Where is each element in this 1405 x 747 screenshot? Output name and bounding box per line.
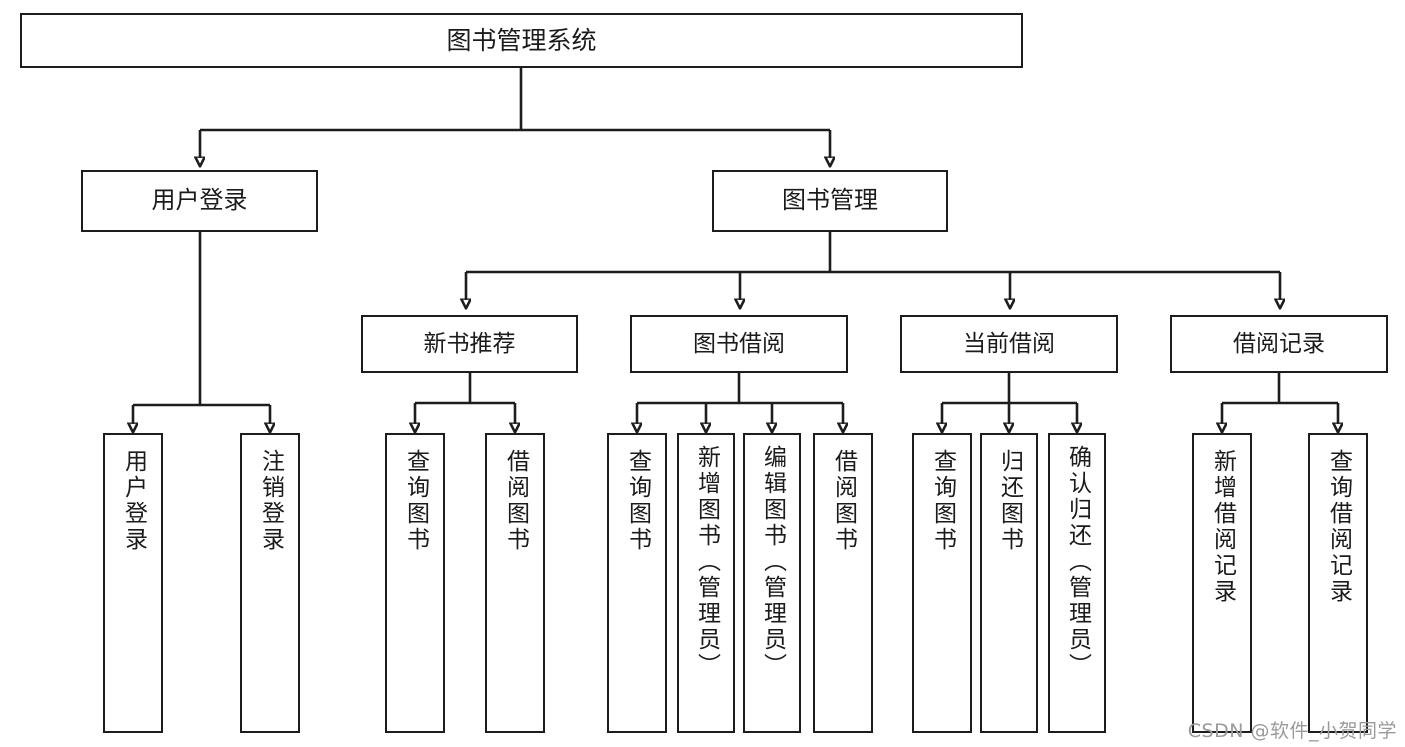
leaf-query-book-2-label: 查询图书 — [624, 449, 651, 553]
node-book-management-label: 图书管理 — [782, 186, 878, 215]
leaf-borrow-book-2-label: 借阅图书 — [830, 449, 857, 553]
leaf-user-login[interactable]: 用户登录 — [103, 433, 163, 733]
leaf-borrow-book-1[interactable]: 借阅图书 — [485, 433, 545, 733]
leaf-add-record-label: 新增借阅记录 — [1209, 449, 1236, 605]
node-book-management[interactable]: 图书管理 — [712, 170, 948, 232]
watermark: CSDN @软件_小贺同学 — [1187, 720, 1397, 742]
leaf-query-book-1-label: 查询图书 — [402, 449, 429, 553]
leaf-borrow-book-1-label: 借阅图书 — [502, 449, 529, 553]
leaf-user-login-label: 用户登录 — [120, 449, 147, 553]
leaf-logout[interactable]: 注销登录 — [240, 433, 300, 733]
node-book-borrow[interactable]: 图书借阅 — [630, 315, 848, 373]
node-user-login[interactable]: 用户登录 — [81, 170, 318, 232]
node-book-borrow-label: 图书借阅 — [693, 330, 785, 357]
leaf-query-book-3[interactable]: 查询图书 — [912, 433, 972, 733]
leaf-add-book-label: 新增图书（管理员） — [693, 445, 720, 679]
leaf-query-record-label: 查询借阅记录 — [1325, 449, 1352, 605]
node-borrow-record-label: 借阅记录 — [1233, 330, 1325, 357]
node-user-login-label: 用户登录 — [151, 186, 248, 215]
leaf-logout-label: 注销登录 — [257, 449, 284, 553]
leaf-query-record[interactable]: 查询借阅记录 — [1308, 433, 1368, 733]
node-current-borrow[interactable]: 当前借阅 — [900, 315, 1118, 373]
leaf-query-book-3-label: 查询图书 — [929, 449, 956, 553]
node-root-label: 图书管理系统 — [446, 26, 597, 55]
leaf-confirm-return[interactable]: 确认归还（管理员） — [1048, 433, 1106, 733]
leaf-add-book[interactable]: 新增图书（管理员） — [677, 433, 735, 733]
node-current-borrow-label: 当前借阅 — [963, 330, 1055, 357]
leaf-confirm-return-label: 确认归还（管理员） — [1064, 445, 1091, 679]
leaf-return-book[interactable]: 归还图书 — [980, 433, 1038, 733]
leaf-edit-book-label: 编辑图书（管理员） — [759, 445, 786, 679]
leaf-return-book-label: 归还图书 — [996, 449, 1023, 553]
node-new-book-recommend-label: 新书推荐 — [423, 330, 516, 357]
node-new-book-recommend[interactable]: 新书推荐 — [361, 315, 578, 373]
node-borrow-record[interactable]: 借阅记录 — [1170, 315, 1388, 373]
leaf-borrow-book-2[interactable]: 借阅图书 — [813, 433, 873, 733]
leaf-edit-book[interactable]: 编辑图书（管理员） — [743, 433, 801, 733]
leaf-add-record[interactable]: 新增借阅记录 — [1192, 433, 1252, 733]
node-root[interactable]: 图书管理系统 — [20, 13, 1023, 68]
leaf-query-book-1[interactable]: 查询图书 — [385, 433, 445, 733]
leaf-query-book-2[interactable]: 查询图书 — [607, 433, 667, 733]
